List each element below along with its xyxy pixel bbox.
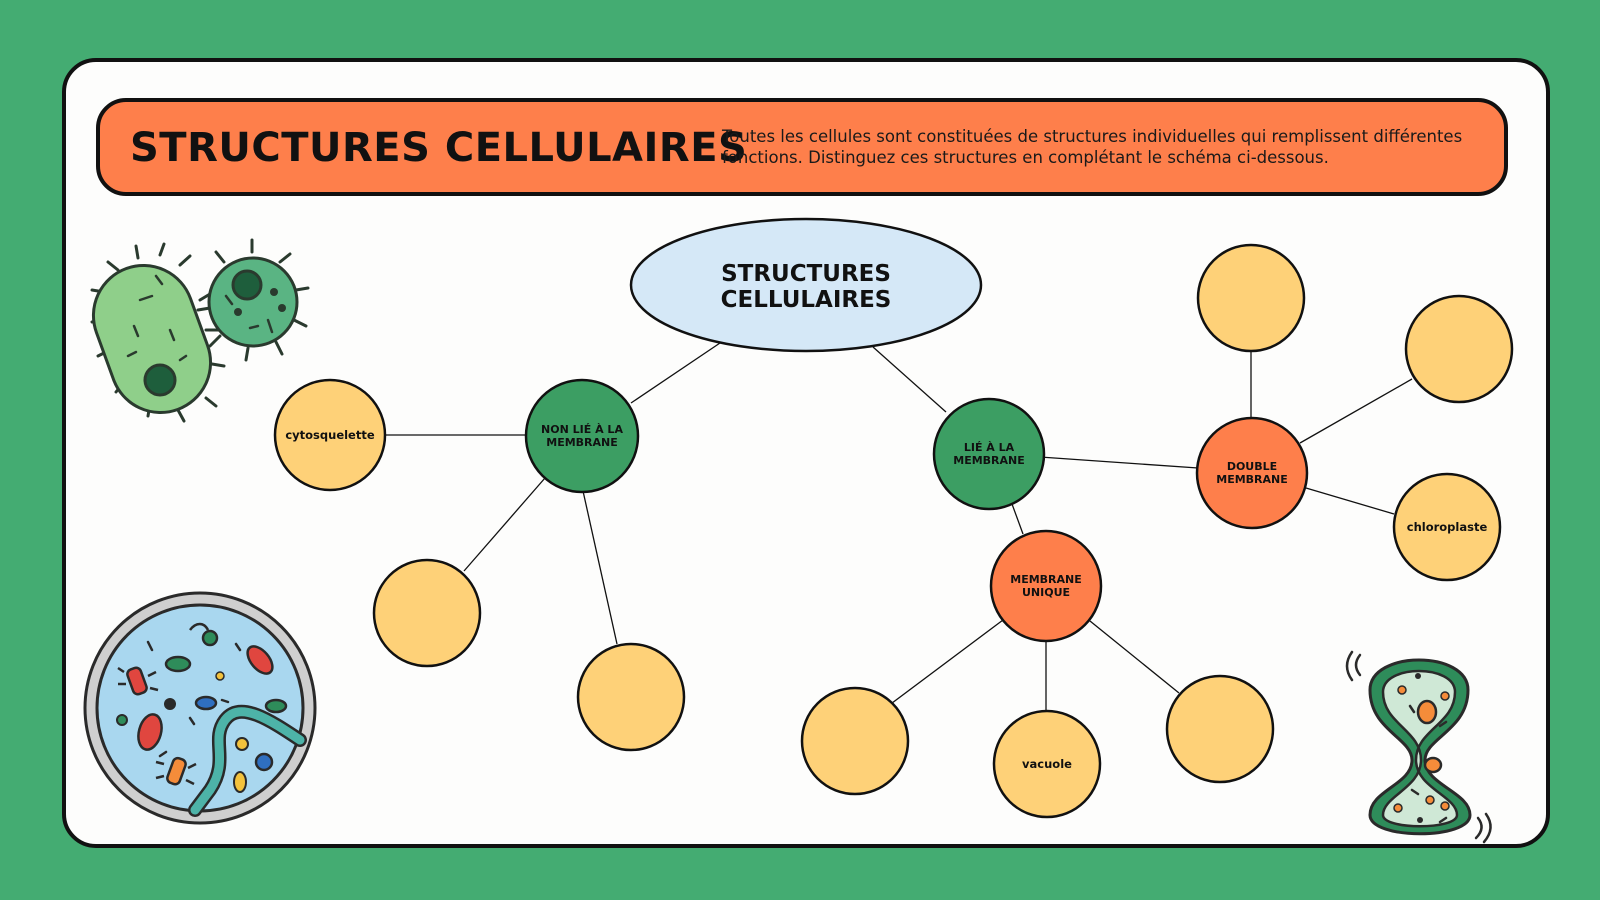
root-label-line1: STRUCTURES [721,261,891,287]
leaf-blank-6[interactable] [1165,674,1275,784]
leaf-label-cytosquelette: cytosquelette [285,428,375,442]
leaf-cytosquelette [273,378,387,492]
leaf-blank-4[interactable] [1404,294,1514,404]
category-membrane: LIÉ À LA MEMBRANE [932,397,1046,511]
membrane-label-line2: MEMBRANE [953,454,1025,467]
non-membrane-label-line1: NON LIÉ À LA [541,423,623,436]
leaf-blank-1[interactable] [372,558,482,668]
leaf-label-vacuole: vacuole [1022,757,1072,771]
root-node: STRUCTURES CELLULAIRES [629,217,983,353]
root-label-line2: CELLULAIRES [721,287,892,313]
category-double-membrane: DOUBLE MEMBRANE [1195,416,1309,530]
leaf-label-chloroplaste: chloroplaste [1407,520,1488,534]
bacteria-icon [90,238,310,423]
virus-orange [155,756,197,786]
single-membrane-label-line2: UNIQUE [1022,586,1070,599]
double-membrane-label-line2: MEMBRANE [1216,473,1288,486]
non-membrane-label-line2: MEMBRANE [546,436,618,449]
leaf-chloroplaste [1392,472,1502,582]
leaf-blank-2[interactable] [576,642,686,752]
single-membrane-label-line1: MEMBRANE [1010,573,1082,586]
category-single-membrane: MEMBRANE UNIQUE [989,529,1103,643]
membrane-label-line1: LIÉ À LA [964,441,1015,454]
leaf-vacuole [992,709,1102,819]
double-membrane-label-line1: DOUBLE [1227,460,1277,473]
leaf-blank-5[interactable] [800,686,910,796]
page-description: Toutes les cellules sont constituées de … [722,127,1463,167]
dividing-cell-icon [1345,650,1492,844]
virus-red [117,666,159,696]
leaf-blank-3[interactable] [1196,243,1306,353]
page-title: STRUCTURES CELLULAIRES [130,125,748,171]
petri-dish-icon [83,591,317,825]
category-non-membrane: NON LIÉ À LA MEMBRANE [524,378,640,494]
header-banner: STRUCTURES CELLULAIRES Toutes les cellul… [96,98,1508,196]
connector-lines [385,342,1413,711]
